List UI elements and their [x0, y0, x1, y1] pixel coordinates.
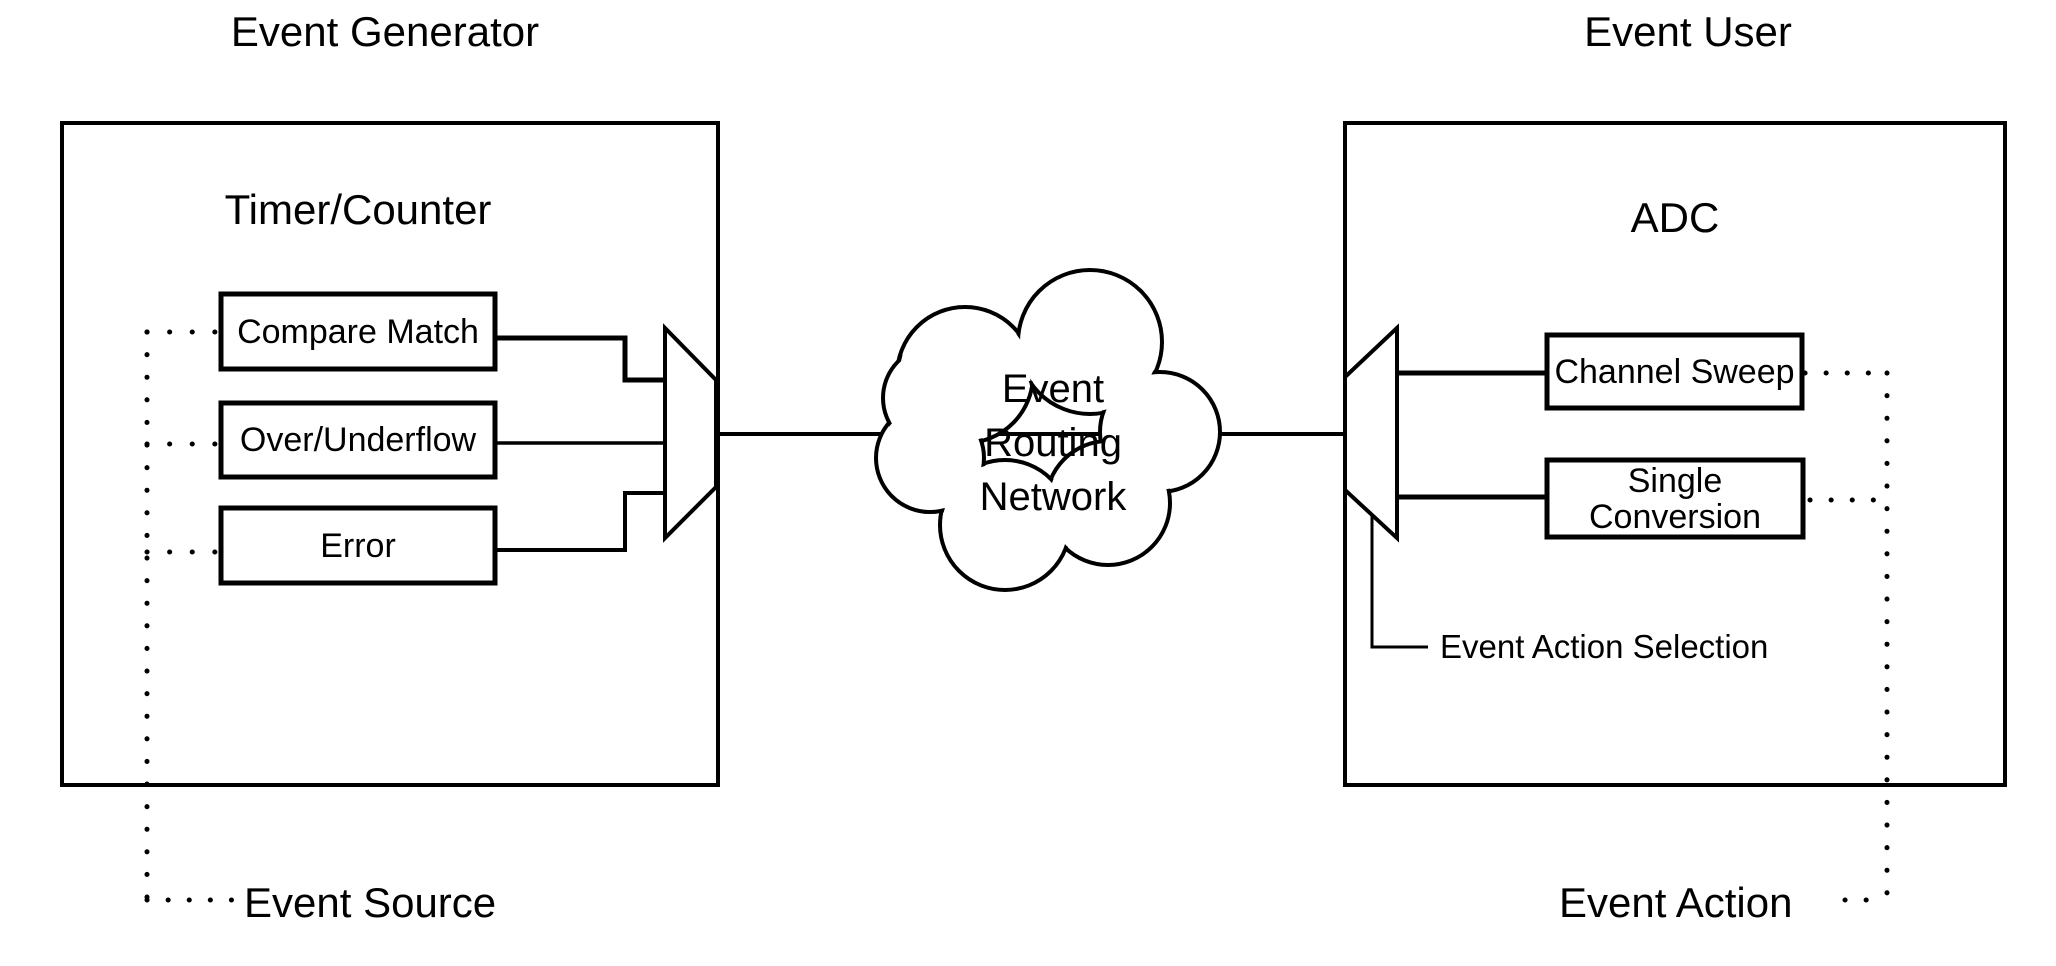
event-action-selection-pointer	[1370, 514, 1428, 649]
event-source-dotted-lines	[144, 329, 235, 903]
channel-sweep-box	[1544, 332, 1805, 411]
error-connector	[495, 491, 665, 552]
cloud-line-2: Routing	[984, 421, 1122, 465]
event-mux-triangle	[663, 323, 718, 543]
channel-sweep-label: Channel Sweep	[1554, 352, 1795, 391]
event-routing-cloud	[874, 268, 1222, 592]
over-underflow-box	[218, 400, 498, 480]
timer-counter-title: Timer/Counter	[224, 186, 492, 233]
single-conversion-box	[1544, 457, 1806, 540]
error-box	[218, 505, 498, 586]
event-user-title: Event User	[1584, 8, 1792, 55]
event-routing-network-label: Event Routing Network	[903, 362, 1203, 524]
compare-match-box	[218, 291, 498, 372]
single-conversion-label: Single Conversion	[1589, 461, 1761, 536]
adc-title: ADC	[1630, 194, 1720, 241]
event-generator-title: Event Generator	[230, 8, 540, 55]
compare-match-label: Compare Match	[237, 312, 479, 351]
over-underflow-label: Over/Underflow	[239, 421, 477, 459]
event-action-selection-label: Event Action Selection	[1440, 628, 1769, 665]
event-demux-triangle	[1343, 323, 1399, 543]
event-action-label: Event Action	[1559, 879, 1793, 926]
event-source-label: Event Source	[244, 879, 497, 926]
event-action-dotted-lines	[1802, 370, 1890, 908]
cloud-line-3: Network	[979, 475, 1127, 519]
error-label: Error	[320, 526, 396, 565]
compare-match-connector	[495, 335, 665, 383]
cloud-line-1: Event	[1001, 367, 1105, 411]
